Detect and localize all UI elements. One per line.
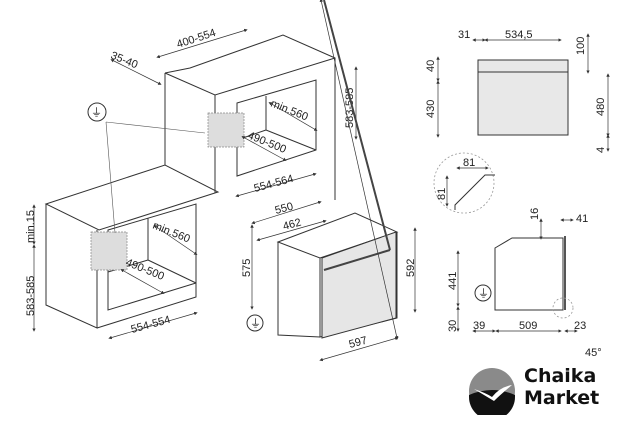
dim-430: 430 — [425, 100, 437, 118]
dim-441: 441 — [447, 272, 459, 290]
dim-39: 39 — [473, 320, 485, 332]
dim-534-5: 534,5 — [505, 29, 533, 41]
socket-area — [207, 112, 245, 148]
logo-line1: Chaika — [524, 365, 597, 387]
dim-min560-bottom: min.560 — [151, 220, 192, 246]
seagull-logo-icon — [469, 368, 515, 415]
side-view: 81 81 16 41 441 30 39 509 23 45° ⏚ — [433, 152, 602, 359]
dim-550: 550 — [274, 201, 295, 217]
detail-circle — [433, 152, 495, 214]
dim-583-585-bottom: 583-585 — [25, 276, 37, 316]
svg-text:⏚: ⏚ — [91, 106, 102, 119]
dim-100: 100 — [575, 37, 587, 55]
oven-3d: 550 462 575 592 597 ⏚ — [241, 0, 417, 362]
dim-462: 462 — [282, 217, 303, 233]
socket-area-bottom — [90, 231, 128, 271]
dim-16: 16 — [529, 208, 541, 220]
dim-81-w: 81 — [463, 157, 475, 169]
dim-40: 40 — [425, 60, 437, 72]
dim-4: 4 — [595, 147, 607, 153]
dim-554-554: 554-554 — [130, 314, 172, 336]
dim-min560-top: min.560 — [269, 98, 310, 124]
dim-554-564: 554-564 — [253, 173, 295, 195]
dim-35-40: 35-40 — [109, 50, 140, 72]
front-view: 31 534,5 100 40 430 480 4 — [425, 29, 610, 153]
dim-min15: min.15 — [25, 210, 37, 243]
dim-45deg: 45° — [585, 347, 602, 359]
dim-23: 23 — [574, 320, 586, 332]
dim-575: 575 — [241, 259, 253, 277]
plug-icon — [87, 102, 107, 122]
dim-480: 480 — [595, 98, 607, 116]
logo-line2: Market — [524, 387, 600, 409]
top-cabinet: 400-554 35-40 583-585 min.560 490-500 55… — [109, 27, 358, 200]
plug-icon-side — [474, 284, 492, 302]
svg-text:⏚: ⏚ — [478, 287, 489, 300]
bottom-cabinet: min.15 583-585 min.560 490-500 554-554 ⏚ — [25, 102, 220, 340]
dim-81-h: 81 — [436, 188, 448, 200]
dim-490-500-top: 490-500 — [246, 130, 288, 156]
svg-text:⏚: ⏚ — [250, 317, 261, 330]
dim-30: 30 — [447, 320, 459, 332]
dim-41: 41 — [576, 213, 588, 225]
dim-592: 592 — [405, 259, 417, 277]
dim-31: 31 — [458, 29, 470, 41]
oven-handle — [323, 0, 391, 251]
dim-597: 597 — [348, 335, 369, 351]
dim-400-554: 400-554 — [175, 27, 217, 51]
dim-509: 509 — [519, 320, 537, 332]
dim-583-585-top: 583-585 — [344, 88, 356, 128]
chaika-market-logo: Chaika Market — [468, 365, 628, 421]
plug-icon-oven — [246, 314, 264, 332]
